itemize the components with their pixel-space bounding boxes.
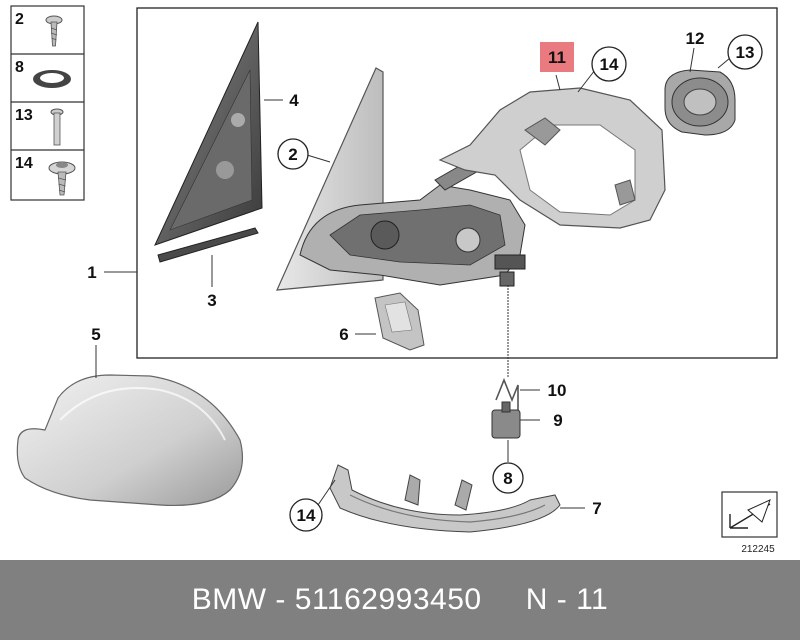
callout-circle-14-bottom: 14 <box>289 498 323 532</box>
part-12-adjust-motor <box>664 69 736 136</box>
callout-7: 7 <box>592 499 601 518</box>
part-3-seal-strip <box>157 227 259 263</box>
mirror-base-mechanism <box>299 159 526 287</box>
callout-11: 11 <box>548 48 566 67</box>
o-ring-icon <box>33 70 71 88</box>
callout-circle-6: 6 <box>339 325 348 344</box>
callout-6: 6 <box>339 325 348 344</box>
callout-circle-2: 2 <box>277 138 309 170</box>
callout-9: 9 <box>553 411 562 430</box>
part-10-wire-clip <box>495 377 519 410</box>
callout-circle-14-top: 14 <box>591 46 627 82</box>
part-11-mirror-housing <box>438 87 666 229</box>
part-5-mirror-cap <box>16 374 243 507</box>
part-6-bracket <box>374 292 425 351</box>
legend-number: 2 <box>15 11 24 28</box>
orientation-arrow-icon <box>721 491 778 538</box>
legend-table: 2 8 13 14 <box>10 5 85 201</box>
callout-12: 12 <box>686 29 705 48</box>
leader-lines <box>95 47 731 509</box>
bolt-icon <box>50 108 64 146</box>
legend-number: 14 <box>15 155 33 172</box>
callout-2: 2 <box>288 145 297 164</box>
legend-number: 8 <box>15 59 24 76</box>
footer-part-number: 51162993450 <box>294 583 482 616</box>
callout-1: 1 <box>87 263 96 282</box>
flange-screw-icon <box>48 161 76 196</box>
callout-circle-8: 8 <box>492 462 524 494</box>
callout-8: 8 <box>503 469 512 488</box>
footer-brand: BMW <box>191 583 267 616</box>
callout-14: 14 <box>600 55 619 74</box>
footer-ref: N - 11 <box>525 583 609 616</box>
part-9-bulb-socket <box>491 401 521 439</box>
callout-14: 14 <box>297 506 316 525</box>
callout-circle-13: 13 <box>727 34 763 70</box>
assembly-frame <box>136 7 778 359</box>
callout-3: 3 <box>207 291 216 310</box>
part-7-turn-signal <box>329 464 561 533</box>
callout-5: 5 <box>91 325 100 344</box>
callout-4: 4 <box>289 91 299 110</box>
screw-small-icon <box>45 15 63 47</box>
part-4-triangle-gasket <box>154 21 263 246</box>
footer-gap <box>482 583 526 617</box>
part-number-footer: BMW - 51162993450 N - 11 <box>0 560 800 640</box>
legend-number: 13 <box>15 107 33 124</box>
footer-separator: - <box>266 583 295 616</box>
callout-13: 13 <box>736 43 755 62</box>
callout-10: 10 <box>548 381 567 400</box>
exploded-parts-diagram: 2 8 13 14 <box>10 5 778 555</box>
drawing-code: 212245 <box>741 544 775 555</box>
callout-11-highlight <box>540 42 574 72</box>
